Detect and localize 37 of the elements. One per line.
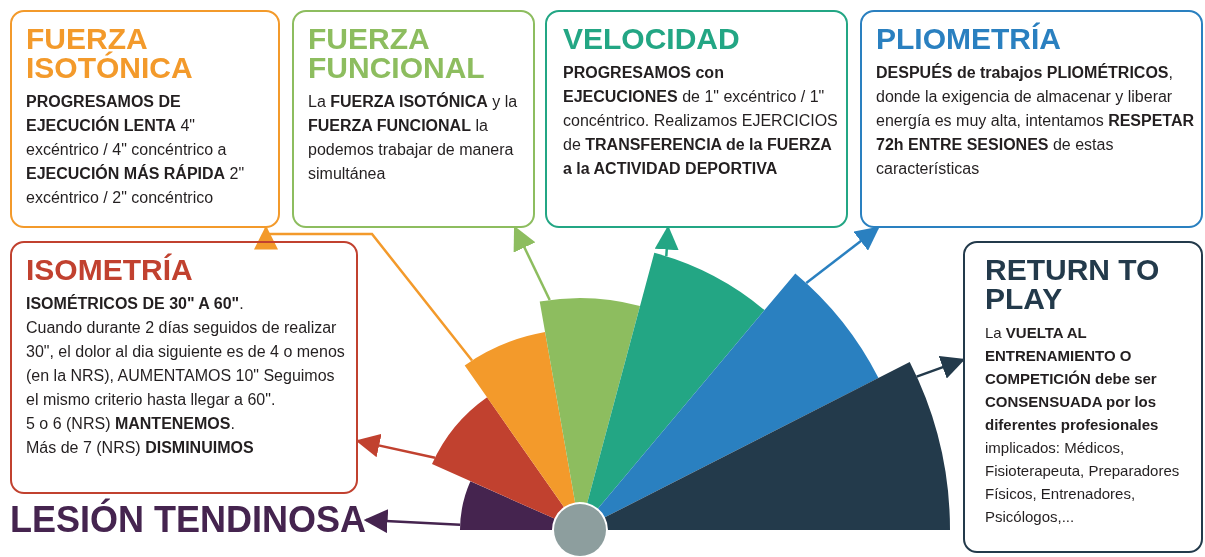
info-card — [10, 10, 280, 228]
card-text: 5 o 6 (NRS) MANTENEMOS. — [26, 414, 236, 434]
info-card — [860, 10, 1203, 228]
info-card — [10, 241, 358, 494]
fan-segment — [432, 397, 564, 519]
card-text: Más de 7 (NRS) DISMINUIMOS — [26, 438, 255, 458]
arrow — [254, 225, 473, 362]
card-title: PLIOMETRÍA — [876, 24, 1062, 53]
card-text: DESPUÉS de trabajos PLIOMÉTRICOS, donde la exigencia de almacenar y liberar energía es muy alta, intentamos RESPETAR 72h ENTRE SESIONES de estas características — [876, 62, 1196, 179]
arrow — [916, 355, 966, 379]
info-card — [963, 241, 1203, 553]
info-card — [545, 10, 848, 228]
card-text: ISOMÉTRICOS DE 30" A 60". — [26, 293, 245, 314]
card-text: La FUERZA ISOTÓNICA y la FUERZA FUNCIONAL la podemos trabajar de manera simultánea — [308, 91, 519, 184]
card-text: Cuando durante 2 días seguidos de realizar 30", el dolor al dia siguiente es de 4 o menos (en la NRS), AUMENTAMOS 10" Seguimos el mismo criterio hasta llegar a 60". — [26, 318, 346, 410]
arrow — [513, 225, 551, 301]
fan-segment — [539, 298, 640, 503]
info-card — [292, 10, 535, 228]
fan-segment — [464, 332, 576, 508]
card-text: PROGRESAMOS DE EJECUCIÓN LENTA 4" excéntrico / 4" concéntrico a EJECUCIÓN MÁS RÁPIDA 2" excéntrico / 2" concéntrico — [26, 92, 246, 208]
card-text: PROGRESAMOS con EJECUCIONES de 1" excéntrico / 1" concéntrico. Realizamos EJERCICIOS de TRANSFERENCIA de la FUERZA a la ACTIVIDAD DEPORTIVA — [563, 63, 838, 179]
fan-segment — [460, 481, 555, 530]
card-title: ISOMETRÍA — [26, 255, 194, 284]
card-title: VELOCIDAD — [563, 24, 741, 53]
card-title: FUERZA FUNCIONAL — [308, 24, 486, 82]
fan-segment — [604, 362, 950, 530]
card-text: La VUELTA AL ENTRENAMIENTO O COMPETICIÓN debe ser CONSENSUADA por los diferentes profesionales implicados: Médicos, Fisioterapeuta, Preparadores Físicos, Entrenadores, Psicólogos,... — [985, 323, 1181, 527]
card-title: FUERZA ISOTÓNICA — [26, 24, 194, 82]
fan-segment — [587, 252, 765, 509]
arrow — [654, 225, 679, 257]
hub-circle — [554, 504, 606, 556]
heading-text: LESIÓN TENDINOSA — [10, 500, 367, 540]
arrow — [355, 433, 436, 459]
arrow — [805, 226, 880, 284]
fan-segment — [598, 273, 879, 518]
arrow — [363, 509, 461, 534]
card-title: RETURN TO PLAY — [985, 255, 1161, 313]
